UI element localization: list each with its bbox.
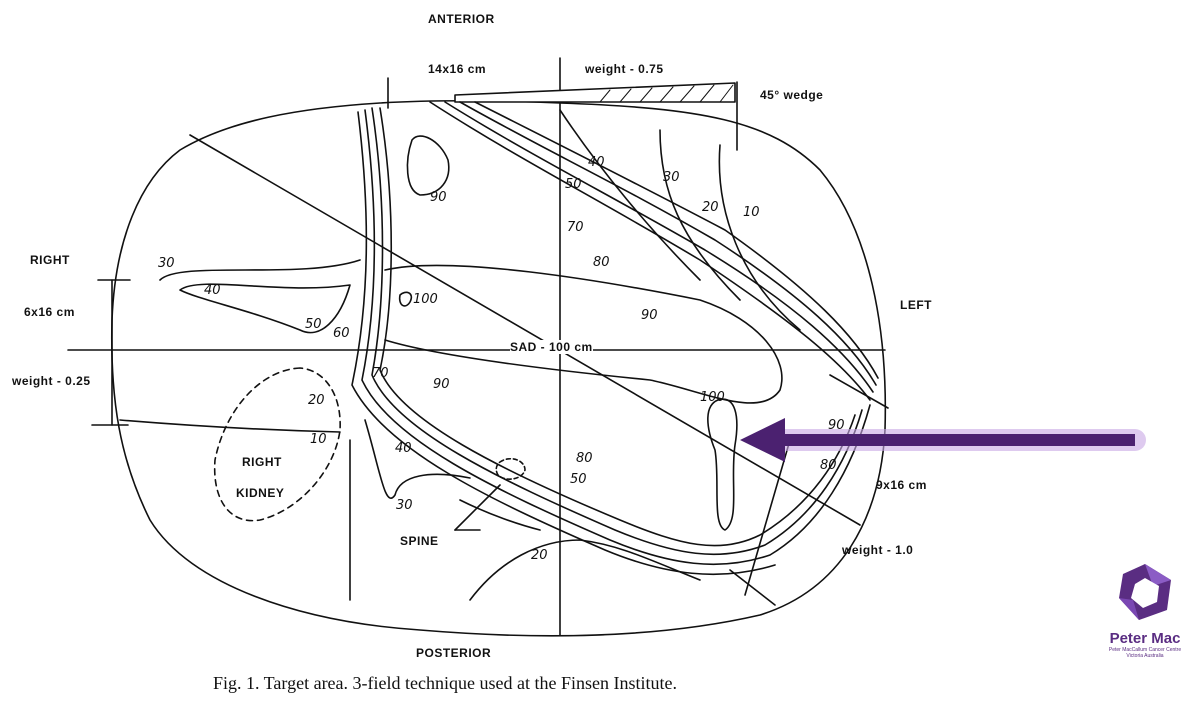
logo-subtitle-2: Victoria Australia	[1126, 653, 1164, 659]
label-right: RIGHT	[30, 253, 70, 267]
label-weight-anterior: weight - 0.75	[585, 62, 664, 76]
label-spine: SPINE	[400, 534, 439, 548]
isodose-label: 50	[565, 177, 582, 192]
isodose-label: 80	[820, 458, 837, 473]
label-field-anterior: 14x16 cm	[428, 62, 487, 76]
oblique-axis	[189, 134, 861, 526]
peter-mac-logo: Peter Mac Peter MacCallum Cancer Centre …	[1100, 560, 1190, 670]
spine-outline	[495, 458, 526, 480]
isodose-label: 10	[743, 205, 760, 220]
label-left: LEFT	[900, 298, 932, 312]
isodose-100-right	[707, 398, 738, 531]
isodose-label: 40	[395, 441, 412, 456]
isodose-label: 90	[433, 377, 450, 392]
isodose-label: 20	[308, 393, 325, 408]
isodose-label: 80	[593, 255, 610, 270]
isodose-label: 70	[372, 366, 389, 381]
label-weight-right: weight - 0.25	[12, 374, 91, 388]
logo-subtitle-1: Peter MacCallum Cancer Centre	[1108, 647, 1182, 653]
isodose-label: 50	[570, 472, 587, 487]
label-weight-left: weight - 1.0	[842, 543, 914, 557]
isodose-label: 90	[430, 190, 447, 205]
label-field-right: 6x16 cm	[24, 305, 75, 319]
isodose-label: 30	[663, 170, 680, 185]
isodose-label: 40	[588, 155, 605, 170]
label-wedge: 45° wedge	[760, 88, 824, 102]
isodose-label: 90	[828, 418, 845, 433]
isodose-label: 20	[702, 200, 719, 215]
isodose-label: 30	[158, 256, 175, 271]
isodose-90-top	[406, 135, 450, 196]
peter-mac-logo-icon	[1119, 564, 1171, 620]
isodose-label: 70	[567, 220, 584, 235]
isodose-label: 90	[641, 308, 658, 323]
pointer-arrow	[740, 418, 1146, 462]
logo-name: Peter Mac	[1109, 630, 1181, 647]
body-outline	[110, 99, 887, 637]
right-kidney-outline	[213, 367, 341, 522]
isodose-label: 50	[305, 317, 322, 332]
isodose-label: 100	[700, 390, 725, 405]
isodose-label: 20	[531, 548, 548, 563]
isodose-label: 10	[310, 432, 327, 447]
isodose-label: 40	[204, 283, 221, 298]
figure-caption: Fig. 1. Target area. 3-field technique u…	[213, 673, 677, 693]
isodose-label: 100	[413, 292, 438, 307]
isodose-label: 30	[396, 498, 413, 513]
label-anterior: ANTERIOR	[428, 12, 495, 26]
label-posterior: POSTERIOR	[416, 646, 492, 660]
label-field-left: 9x16 cm	[876, 478, 927, 492]
wedge	[454, 82, 736, 103]
label-right-kidney-1: RIGHT	[242, 455, 282, 469]
isodose-label: 60	[333, 326, 350, 341]
label-right-kidney-2: KIDNEY	[236, 486, 285, 500]
label-sad: SAD - 100 cm	[510, 340, 593, 354]
isodose-label: 80	[576, 451, 593, 466]
